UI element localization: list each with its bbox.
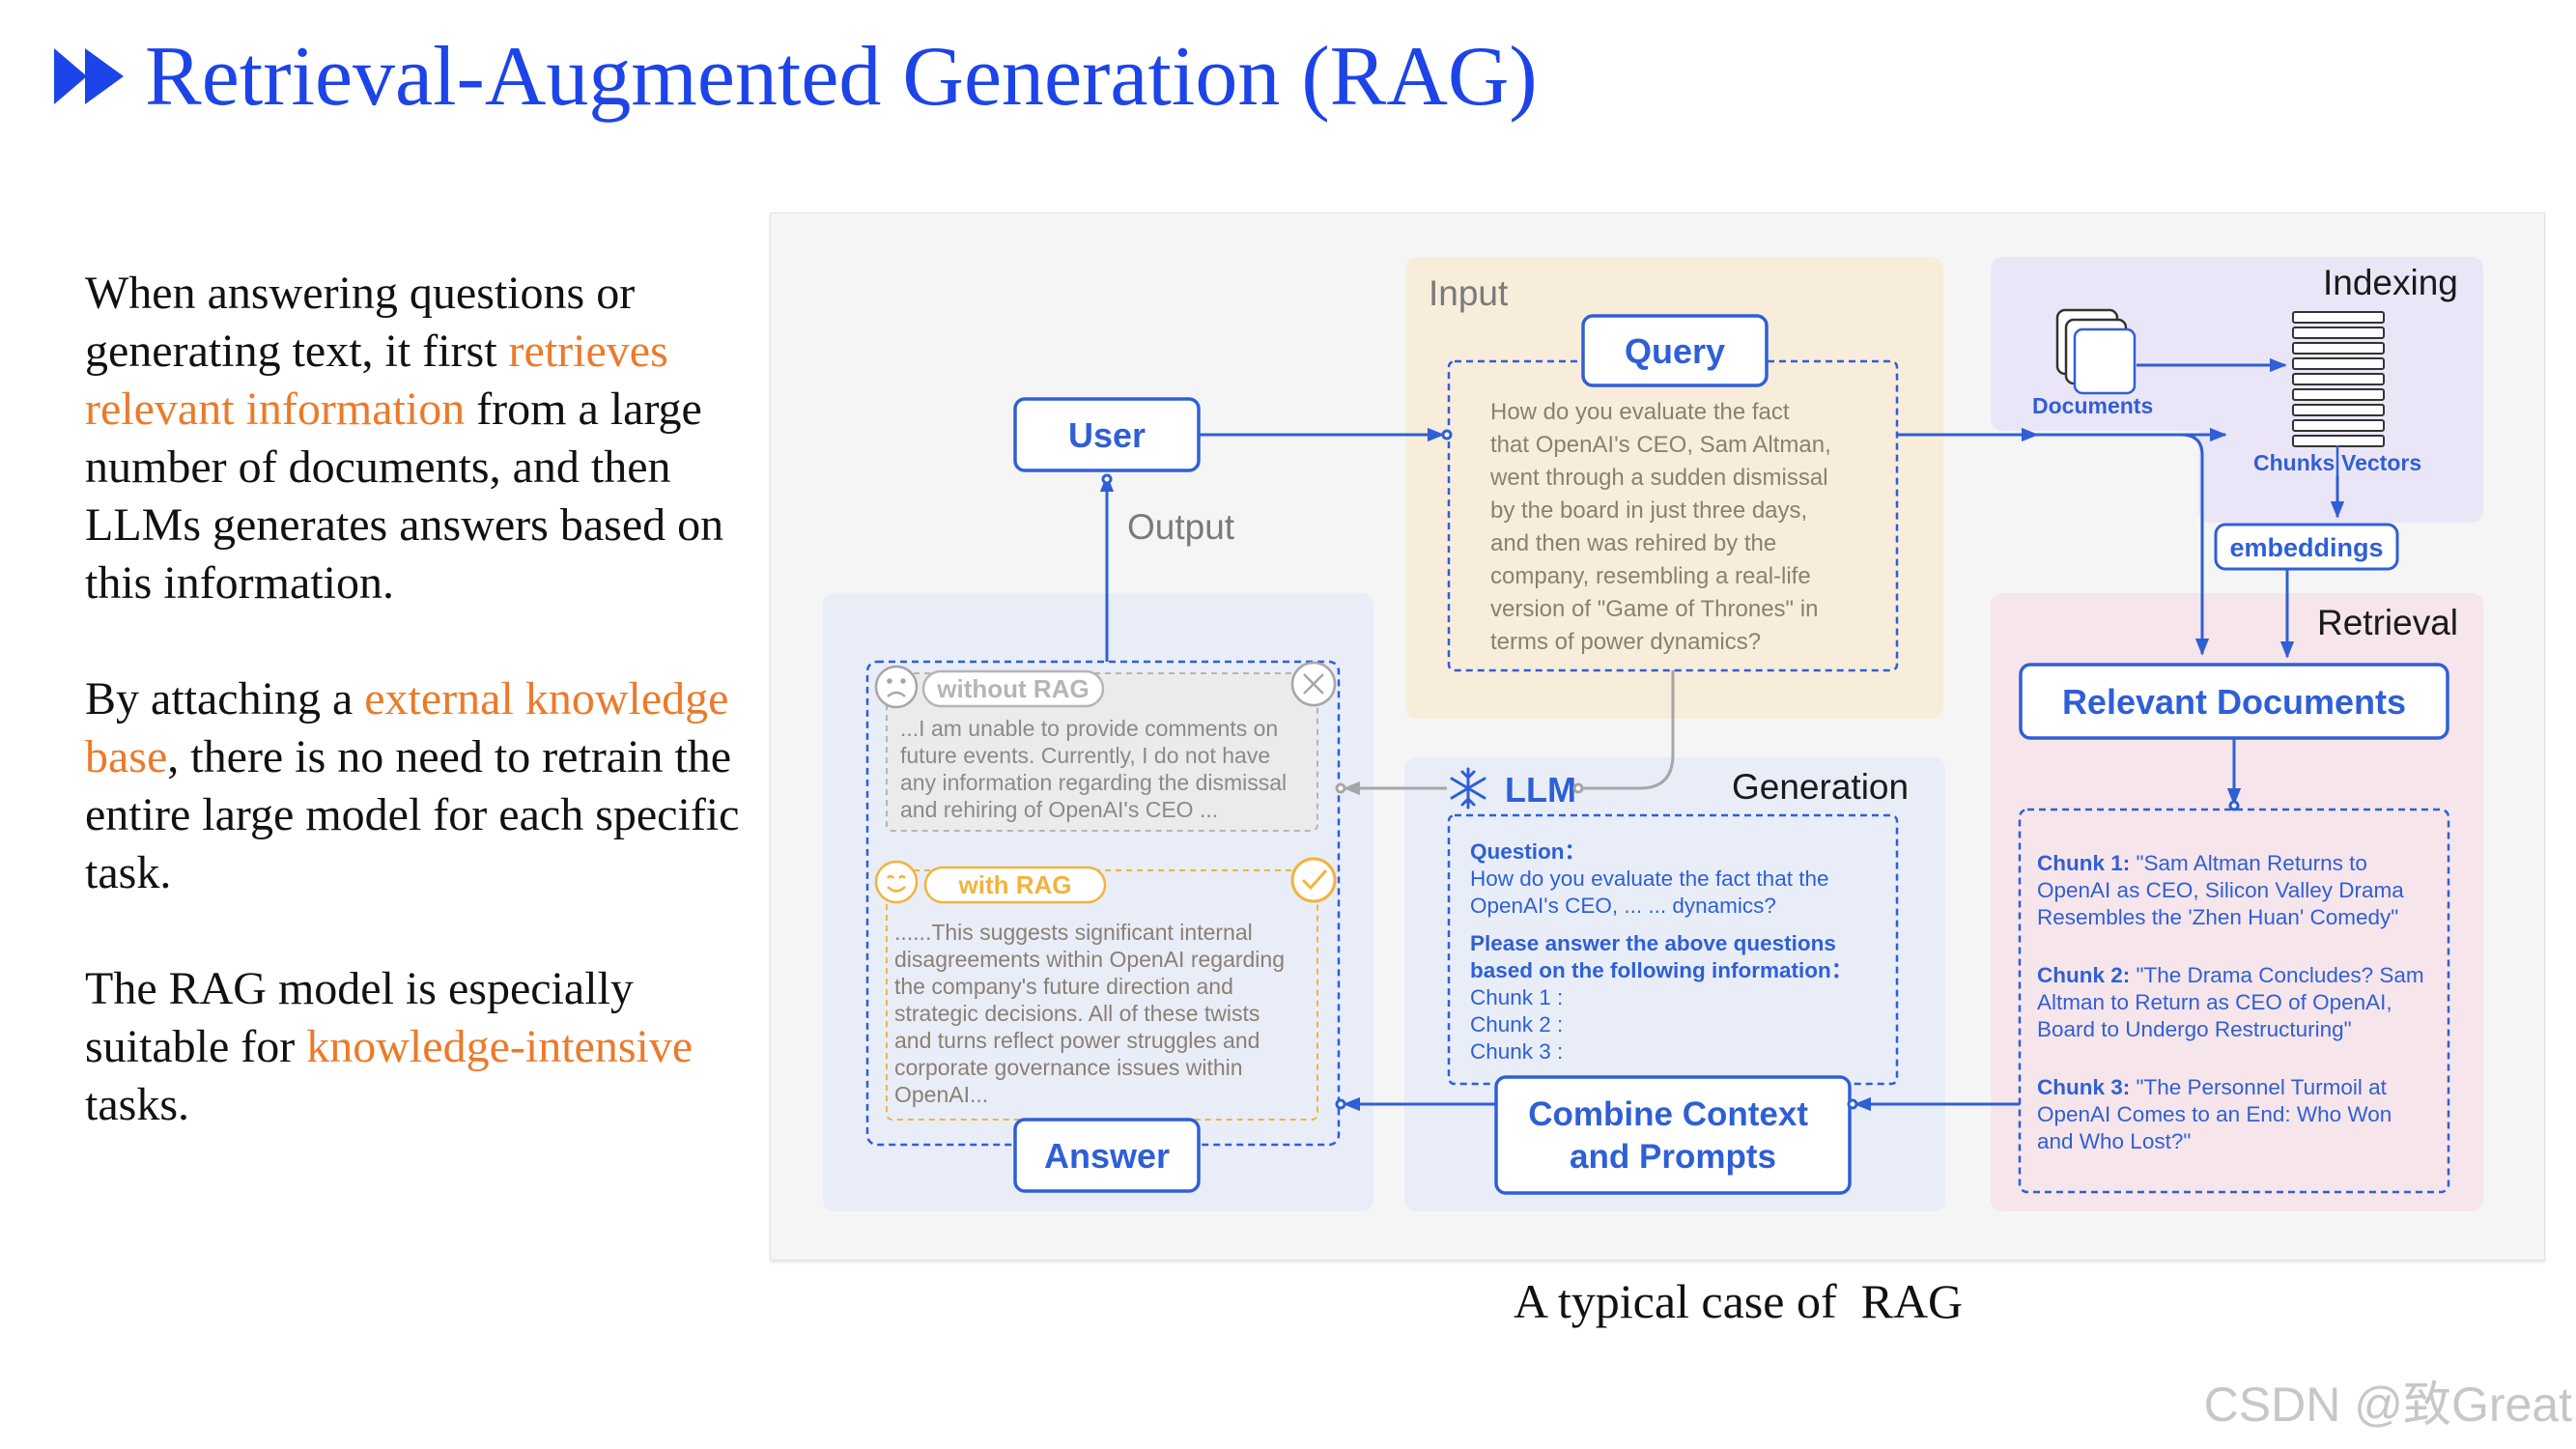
query-node-label: Query xyxy=(1625,331,1725,371)
rag-diagram: Input Output Indexing Retrieval Generati… xyxy=(770,213,2545,1261)
embeddings-node xyxy=(2214,523,2399,571)
query-text-box xyxy=(1447,359,1899,672)
sad-face-icon xyxy=(874,665,919,709)
highlight-text: knowledge-intensive xyxy=(306,1021,694,1072)
paragraph-text: The RAG model is especially suitable for xyxy=(85,963,634,1072)
title-text: Retrieval-Augmented Generation (RAG) xyxy=(145,29,1538,124)
snowflake-icon xyxy=(1450,767,1486,810)
prompt-instruction: Please answer the above questions based … xyxy=(1470,931,1853,982)
highlight-text: external knowledge base xyxy=(85,673,729,782)
slide-title: Retrieval-Augmented Generation (RAG) xyxy=(54,23,1538,129)
without-rag-pill xyxy=(921,669,1105,708)
query-text: How do you evaluate the fact that OpenAI… xyxy=(1489,399,1837,655)
check-circle-icon xyxy=(1290,857,1337,903)
gray-flow-arrows xyxy=(1335,670,1675,796)
play-arrow-icon xyxy=(54,48,124,104)
documents-label: Documents xyxy=(2032,393,2153,418)
chunks-text-box xyxy=(2018,808,2450,1194)
paragraph-text: When answering questions or generating t… xyxy=(85,268,636,377)
prompt-question: Question： How do you evaluate the fact t… xyxy=(1470,839,1835,918)
paragraph-1: When answering questions or generating t… xyxy=(85,265,751,612)
chunks-label: Chunks xyxy=(2253,450,2335,475)
chunk-3-text: Chunk 3: "The Personnel Turmoil at OpenA… xyxy=(2037,1075,2398,1153)
paragraph-text: tasks. xyxy=(85,1079,189,1130)
paragraph-text: , there is no need to retrain the entire… xyxy=(85,731,740,898)
highlight-text: retrieves relevant information xyxy=(85,326,668,435)
retrieval-label: Retrieval xyxy=(2317,603,2458,642)
paragraph-2: By attaching a external knowledge base, … xyxy=(85,670,751,902)
output-label: Output xyxy=(1127,507,1235,547)
answer-node xyxy=(1013,1118,1201,1193)
without-rag-text: ...I am unable to provide comments on fu… xyxy=(900,716,1293,822)
answer-node-label: Answer xyxy=(1044,1136,1170,1176)
llm-label: LLM xyxy=(1505,770,1576,810)
close-circle-icon xyxy=(1290,661,1337,707)
indexing-label: Indexing xyxy=(2323,263,2458,302)
paragraph-text: By attaching a xyxy=(85,673,365,724)
chunks-stack-icon xyxy=(2292,311,2385,447)
with-rag-pill xyxy=(923,866,1107,904)
paragraph-text: from a large number of documents, and th… xyxy=(85,384,724,609)
watermark: CSDN @致Great xyxy=(2203,1378,2572,1432)
embeddings-label: embeddings xyxy=(2229,533,2383,562)
input-label: Input xyxy=(1429,273,1509,313)
rag-diagram-svg: Input Output Indexing Retrieval Generati… xyxy=(823,257,2483,1211)
prompt-chunk-refs: Chunk 1 : Chunk 2 : Chunk 3 : xyxy=(1470,985,1570,1064)
without-rag-label: without RAG xyxy=(936,674,1089,703)
retrieval-section-bg xyxy=(1991,593,2483,1211)
without-rag-box xyxy=(886,672,1318,832)
smile-face-icon xyxy=(874,860,919,904)
figure-caption: A typical case of RAG xyxy=(1514,1274,1964,1328)
documents-icon xyxy=(2055,308,2137,395)
input-section-bg xyxy=(1405,257,1943,719)
flow-arrows xyxy=(1099,357,2345,1112)
query-node xyxy=(1581,314,1769,387)
indexing-section-bg-lower xyxy=(2198,387,2483,523)
combine-context-label: Combine Context and Prompts xyxy=(1528,1095,1817,1176)
generation-label: Generation xyxy=(1732,767,1909,807)
paragraph-3: The RAG model is especially suitable for… xyxy=(85,960,751,1134)
with-rag-label: with RAG xyxy=(958,870,1072,899)
chunk-1-text: Chunk 1: "Sam Altman Returns to OpenAI a… xyxy=(2037,851,2410,929)
user-node-label: User xyxy=(1068,415,1146,455)
vectors-label: Vectors xyxy=(2341,450,2421,475)
with-rag-text: ......This suggests significant internal… xyxy=(894,920,1290,1107)
chunk-2-text: Chunk 2: "The Drama Concludes? Sam Altma… xyxy=(2037,963,2430,1041)
relevant-documents-label: Relevant Documents xyxy=(2062,682,2406,722)
combine-context-node xyxy=(1494,1075,1852,1195)
